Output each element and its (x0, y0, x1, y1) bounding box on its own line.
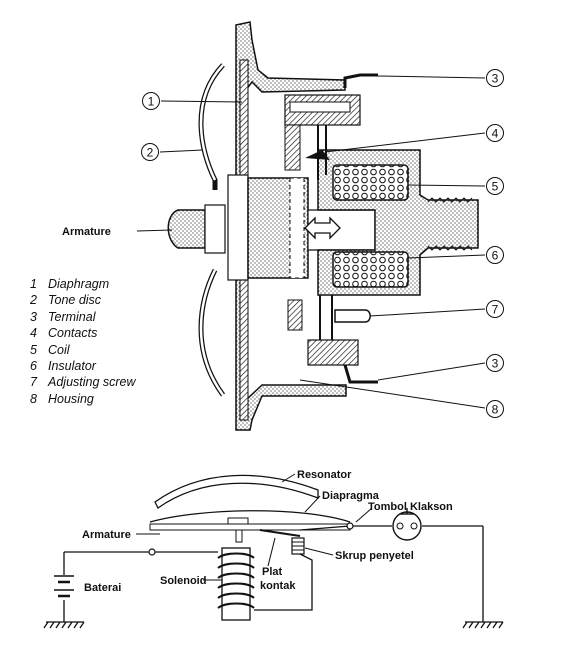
callout-3-bottom: 3 (486, 354, 504, 372)
coil-lower (332, 251, 409, 288)
parts-legend: 1 Diaphragm 2 Tone disc 3 Terminal 4 Contact… (30, 276, 136, 407)
svg-text:6: 6 (492, 249, 499, 263)
label-baterai: Baterai (84, 582, 121, 594)
legend-text: Tone disc (48, 293, 102, 308)
legend-text: Adjusting screw (48, 375, 136, 390)
svg-text:2: 2 (147, 146, 154, 160)
label-tombol-klakson: Tombol Klakson (368, 501, 453, 513)
svg-text:8: 8 (492, 403, 499, 417)
svg-text:7: 7 (492, 303, 499, 317)
legend-num: 5 (30, 342, 37, 357)
label-plat: Plat (262, 566, 283, 578)
armature-plate (149, 523, 351, 531)
legend-text: Contacts (48, 326, 98, 341)
coil-upper (332, 164, 409, 201)
svg-text:1: 1 (148, 95, 155, 109)
callout-7: 7 (486, 300, 504, 318)
ground-left (43, 621, 85, 629)
legend-num: 6 (30, 359, 37, 374)
resonator (154, 474, 319, 509)
legend-row: 5 Coil (30, 342, 136, 358)
armature-motion-arrow (304, 216, 341, 240)
legend-num: 4 (30, 326, 37, 341)
label-kontak: kontak (260, 580, 296, 592)
callout-4: 4 (486, 124, 504, 142)
legend-text: Housing (48, 391, 94, 406)
legend-num: 7 (30, 375, 37, 390)
legend-num: 2 (30, 293, 37, 308)
svg-text:5: 5 (492, 180, 499, 194)
circuit-wires (63, 525, 484, 622)
terminal-top (343, 73, 378, 88)
label-armature: Armature (82, 529, 131, 541)
horn-cross-section (167, 21, 479, 431)
svg-text:3: 3 (492, 357, 499, 371)
callout-1: 1 (142, 92, 160, 110)
label-skrup-penyetel: Skrup penyetel (335, 550, 414, 562)
adjusting-screw (334, 309, 371, 323)
callout-8: 8 (486, 400, 504, 418)
svg-text:4: 4 (492, 127, 499, 141)
legend-row: 6 Insulator (30, 358, 136, 374)
armature-label-top: Armature (62, 226, 111, 238)
terminal-bottom (343, 364, 378, 384)
legend-row: 1 Diaphragm (30, 276, 136, 292)
tombol-klakson-switch (392, 508, 422, 541)
legend-text: Coil (48, 342, 70, 357)
horn-circuit (43, 473, 504, 629)
label-resonator: Resonator (297, 469, 352, 481)
legend-text: Terminal (48, 309, 96, 324)
diapragma-plate (149, 510, 351, 523)
callout-2: 2 (141, 143, 159, 161)
legend-text: Insulator (48, 359, 96, 374)
legend-row: 7 Adjusting screw (30, 374, 136, 390)
legend-row: 2 Tone disc (30, 292, 136, 308)
legend-num: 3 (30, 309, 37, 324)
legend-row: 8 Housing (30, 391, 136, 407)
legend-text: Diaphragm (48, 277, 110, 291)
contacts-block-bottom (307, 339, 359, 366)
legend-num: 1 (30, 277, 37, 291)
legend-row: 4 Contacts (30, 325, 136, 341)
label-diapragma: Diapragma (322, 490, 380, 502)
armature-nose (167, 209, 206, 249)
ground-right (462, 621, 504, 629)
callout-3-top: 3 (486, 69, 504, 87)
legend-num: 8 (30, 391, 37, 406)
callout-5: 5 (486, 177, 504, 195)
legend-row: 3 Terminal (30, 309, 136, 325)
svg-text:3: 3 (492, 72, 499, 86)
solenoid-coil (217, 552, 255, 609)
callout-leaders (136, 75, 486, 409)
battery-symbol (54, 575, 74, 598)
callouts: 1 2 3 4 5 6 7 3 8 (141, 69, 504, 418)
callout-6: 6 (486, 246, 504, 264)
label-solenoid: Solenoid (160, 575, 206, 587)
